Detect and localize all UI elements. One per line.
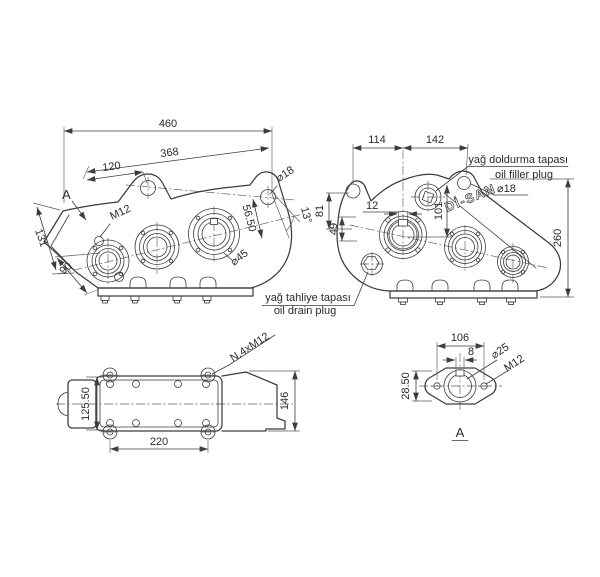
dim-460-text: 460 <box>159 118 177 130</box>
dim-368-text: 368 <box>160 146 180 160</box>
mounting-base <box>97 276 254 304</box>
dim-220: 220 <box>109 436 209 453</box>
oil-filler-plug <box>414 183 442 211</box>
dim-49-text: 49 <box>328 223 340 235</box>
dim-13deg: 13° <box>269 189 314 239</box>
pad-holes <box>106 380 210 427</box>
dim-12: 12 <box>362 200 422 222</box>
dim-220-text: 220 <box>150 436 168 448</box>
note-dia25-text: ⌀25 <box>489 341 511 361</box>
bottom-right-profile <box>221 371 286 432</box>
dim-56-50: 56.50 <box>240 198 263 239</box>
dim-125-50-text: 125.50 <box>80 387 92 421</box>
oil-filler-label: yağ doldurma tapası oil filler plug <box>435 154 569 192</box>
dim-101: 101 <box>407 185 453 238</box>
dim-8-text: 8 <box>468 346 474 358</box>
bearing-bore-medium <box>134 224 180 270</box>
dim-142-text: 142 <box>426 134 444 146</box>
oil-drain-label-en: oil drain plug <box>274 305 336 317</box>
dim-260: 260 <box>490 178 574 298</box>
wedge-edge <box>443 192 537 269</box>
note-4xm12: N.4xM12 <box>211 330 276 375</box>
dim-28-50: 28.50 <box>400 370 432 402</box>
note-m12: M12 <box>99 203 133 238</box>
small-shaft-bore <box>497 246 529 278</box>
bearing-bore-large <box>188 208 240 260</box>
oil-filler-label-tr: yağ doldurma tapası <box>468 154 568 166</box>
note-dia18-front-text: ⌀18 <box>497 183 516 195</box>
dim-142: 142 <box>403 134 469 176</box>
pto-flange-edge <box>50 214 70 247</box>
detail-view-a: 106 8 28.50 ⌀25 M12 A <box>400 332 527 441</box>
ear-axis-centerline <box>125 184 296 201</box>
dim-13deg-text: 13° <box>298 206 314 225</box>
dim-120: 120 <box>86 160 148 184</box>
view-a-arrow-label: A <box>62 187 71 202</box>
note-dia18-front: ⌀18 <box>470 183 529 196</box>
keyway-slot <box>210 218 218 225</box>
view-a-arrow: A <box>62 187 87 221</box>
dim-49: 49 <box>328 216 357 242</box>
front-ear-hole-right <box>457 176 471 190</box>
dim-114: 114 <box>352 134 403 183</box>
dim-368: 368 <box>82 146 270 180</box>
view-a-title-text: A <box>456 425 465 440</box>
note-4xm12-text: N.4xM12 <box>228 330 271 364</box>
dim-90: 90 <box>54 252 101 296</box>
oil-drain-label-tr: yağ tahliye tapası <box>265 292 351 304</box>
input-keyway <box>398 219 408 227</box>
dim-101-text: 101 <box>433 202 445 220</box>
note-dia18-side-text: ⌀18 <box>274 164 296 184</box>
dim-90-text: 90 <box>57 260 74 277</box>
bearing-bore-small <box>86 239 130 283</box>
oil-filler-label-en: oil filler plug <box>495 169 553 181</box>
front-view: Dİ-SAN <box>261 134 574 317</box>
dim-146: 146 <box>249 370 300 432</box>
flange-hole-m12-upper <box>94 236 104 246</box>
base-pad-face <box>99 379 219 428</box>
dim-146-text: 146 <box>279 392 291 410</box>
dim-125-50: 125.50 <box>80 376 104 431</box>
base-bolts-front <box>398 297 516 305</box>
dim-460: 460 <box>63 118 273 203</box>
corner-bolt-tabs <box>102 367 216 440</box>
oil-drain-label: yağ tahliye tapası oil drain plug <box>261 271 369 317</box>
dim-12-text: 12 <box>366 200 378 212</box>
bottom-view: 125.50 220 146 N.4xM12 <box>56 330 300 453</box>
input-shaft-bore <box>379 211 427 259</box>
dim-56-50-text: 56.50 <box>240 203 259 233</box>
oil-drain-plug <box>361 253 383 275</box>
base-pad-outline <box>95 375 223 432</box>
dim-131-text: 131 <box>32 227 50 248</box>
dim-106-text: 106 <box>451 332 469 344</box>
side-view: 460 368 120 A M12 131 <box>32 118 314 304</box>
note-m12-flange-text: M12 <box>502 353 526 375</box>
view-a-title: A <box>451 425 469 441</box>
dim-106: 106 <box>436 332 485 380</box>
pto-flange-outline <box>424 367 497 405</box>
dim-28-50-text: 28.50 <box>400 372 412 400</box>
note-dia18-side: ⌀18 <box>269 164 296 195</box>
mounting-base-front <box>389 279 538 305</box>
pto-keyway <box>455 369 465 377</box>
dim-81-text: 81 <box>314 205 326 217</box>
front-ear-hole-left <box>345 183 361 199</box>
dim-120-text: 120 <box>102 160 122 174</box>
dim-114-text: 114 <box>368 134 386 146</box>
dim-8: 8 <box>443 346 477 369</box>
base-bolts <box>100 295 212 304</box>
bore-axis-centerline <box>57 213 304 275</box>
middle-shaft-bore <box>444 226 486 268</box>
housing-outline-front <box>336 170 562 292</box>
dim-81: 81 <box>314 192 352 230</box>
dim-260-text: 260 <box>552 229 564 247</box>
note-m12-text: M12 <box>108 203 132 223</box>
